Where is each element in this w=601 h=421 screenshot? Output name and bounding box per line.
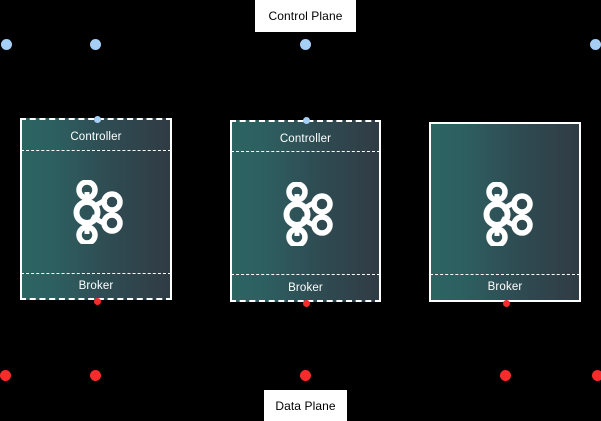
control-plane-dot-4[interactable] — [590, 39, 601, 50]
data-plane-dot-2[interactable] — [90, 370, 101, 381]
data-plane-dot-1[interactable] — [0, 370, 11, 381]
node-3-broker-divider — [430, 274, 580, 275]
node-3-broker-label: Broker — [487, 281, 523, 293]
data-plane-dot-3[interactable] — [300, 370, 311, 381]
node-3-data-dot[interactable] — [503, 300, 510, 307]
node-1[interactable]: Controller — [20, 116, 172, 305]
node-1-controller-divider — [21, 150, 171, 151]
node-1-broker-divider — [21, 273, 171, 274]
control-plane-dot-1[interactable] — [1, 39, 12, 50]
node-1-control-dot[interactable] — [94, 116, 101, 123]
node-2-broker-label: Broker — [288, 282, 323, 294]
node-2[interactable]: Controller Broker — [230, 117, 381, 307]
node-1-data-dot[interactable] — [94, 298, 101, 305]
control-plane-label: Control Plane — [255, 0, 356, 32]
node-2-controller-divider — [231, 151, 380, 152]
data-plane-dot-5[interactable] — [592, 370, 601, 381]
control-plane-dot-2[interactable] — [90, 39, 101, 50]
data-plane-dot-4[interactable] — [500, 370, 511, 381]
control-plane-dot-3[interactable] — [300, 39, 311, 50]
kafka-logo-icon — [478, 182, 534, 246]
node-2-data-dot[interactable] — [303, 300, 310, 307]
node-2-controller-label: Controller — [279, 133, 332, 145]
node-2-control-dot[interactable] — [303, 117, 310, 124]
node-1-broker-label: Broker — [78, 280, 114, 292]
node-3[interactable]: Broker — [429, 122, 581, 307]
node-1-controller-label: Controller — [70, 131, 122, 143]
node-2-broker-divider — [231, 274, 380, 275]
data-plane-label: Data Plane — [264, 390, 347, 421]
kafka-logo-icon — [278, 182, 334, 246]
kafka-logo-icon — [68, 180, 124, 244]
